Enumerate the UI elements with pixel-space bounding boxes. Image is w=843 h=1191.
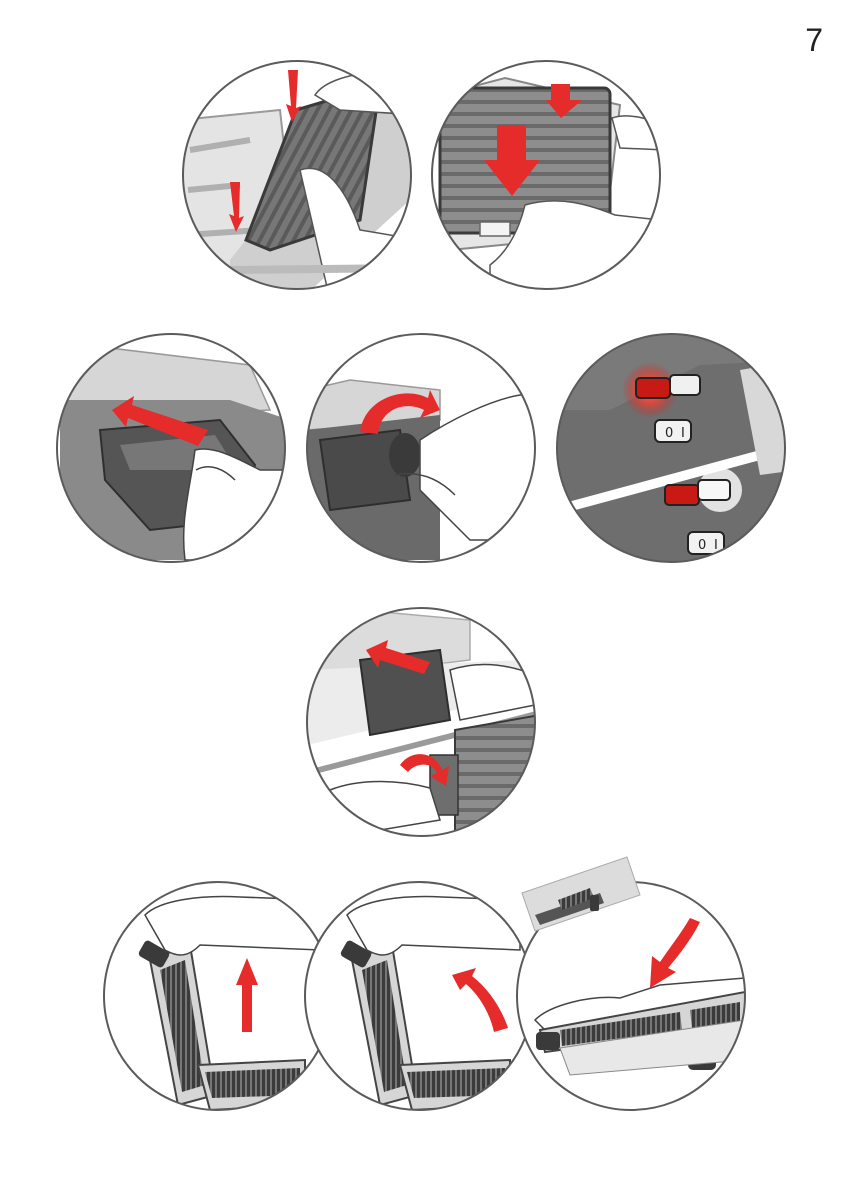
illustration-grill-plate-insert (180, 60, 420, 300)
illustration-drip-tray-rotate (307, 334, 547, 574)
switch-on-label: I (681, 426, 685, 441)
illustration-lid-tilt (305, 882, 545, 1122)
illustration-power-indicator: 0 I 0 I (557, 334, 797, 574)
illustration-grill-plate-press (430, 60, 670, 300)
switch-off-label: 0 (665, 426, 673, 441)
illustration-lid-flat (517, 857, 757, 1122)
switch-on-label-2: I (714, 538, 718, 553)
switch-off-label-2: 0 (698, 538, 706, 553)
illustration-drip-tray-slide (57, 334, 297, 574)
illustration-drip-tray-remove (307, 608, 547, 848)
